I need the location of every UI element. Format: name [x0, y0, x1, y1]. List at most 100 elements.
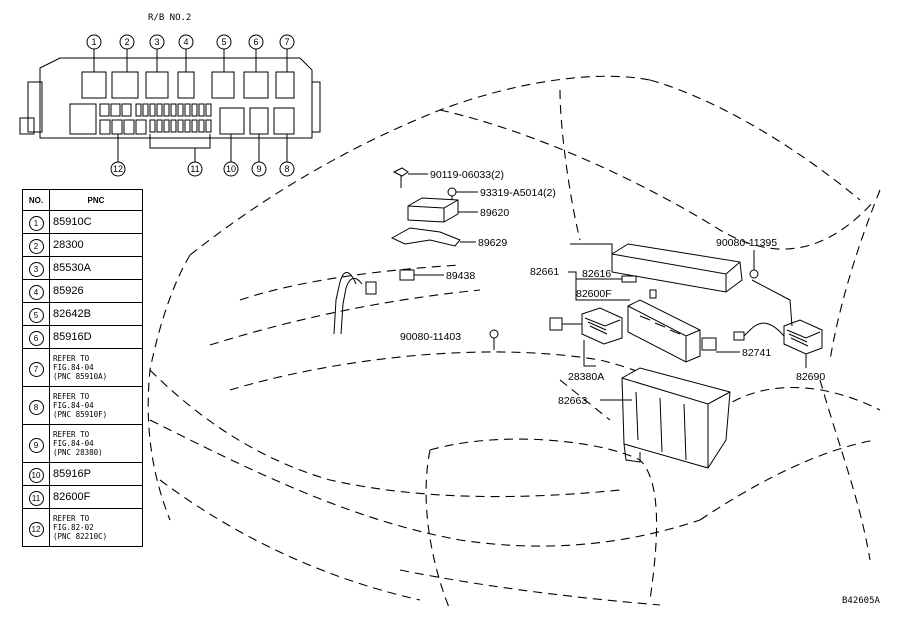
row-number-cell: 7	[22, 348, 50, 387]
table-row: 6 85916D	[22, 325, 143, 349]
bolt-90119	[392, 167, 428, 188]
bolt-90080-11395	[749, 250, 759, 279]
bracket-89629	[390, 227, 476, 247]
socket-2	[111, 71, 139, 99]
header-no: NO.	[22, 189, 50, 211]
bolt-93319	[447, 187, 478, 204]
row-number-cell: 12	[22, 508, 50, 547]
callout-10: 10	[226, 164, 236, 174]
socket-4	[177, 71, 195, 99]
callout-8: 8	[284, 164, 289, 174]
pnc-reference: REFER TO FIG.84-04 (PNC 85910A)	[53, 354, 108, 381]
pnc-cell: REFER TO FIG.84-04 (PNC 85910A)	[49, 348, 143, 387]
table-row: 4 85926	[22, 279, 143, 303]
label-82661: 82661	[530, 266, 559, 278]
label-90080-11403: 90080-11403	[400, 331, 461, 343]
pnc-reference: REFER TO FIG.82-02 (PNC 82210C)	[53, 514, 108, 541]
row-number: 9	[28, 437, 44, 453]
callout-11: 11	[190, 164, 199, 174]
pnc-cell: REFER TO FIG.84-04 (PNC 28380)	[49, 424, 143, 463]
relay-block-title: R/B NO.2	[148, 13, 192, 23]
pnc-cell: REFER TO FIG.82-02 (PNC 82210C)	[49, 508, 143, 547]
label-89438: 89438	[446, 270, 475, 282]
row-number-cell: 10	[22, 462, 50, 486]
callout-7: 7	[284, 37, 289, 47]
callout-9: 9	[256, 164, 261, 174]
label-90080-11395: 90080-11395	[716, 237, 777, 249]
table-header-row: NO. PNC	[22, 189, 143, 211]
pnc-cell: 82642B	[49, 302, 143, 326]
table-row: 10 85916P	[22, 462, 143, 486]
socket-5	[211, 71, 235, 99]
row-number: 3	[28, 262, 44, 277]
row-number-cell: 4	[22, 279, 50, 303]
table-row: 2 28300	[22, 233, 143, 257]
callout-4: 4	[183, 37, 188, 47]
row-number-cell: 3	[22, 256, 50, 280]
pnc-value: 82642B	[53, 308, 91, 320]
callouts-top: 1 2 3 4 5 6 7	[86, 34, 295, 72]
pnc-cell: 82600F	[49, 485, 143, 509]
pnc-value: 28300	[53, 239, 84, 251]
socket-1	[81, 71, 107, 99]
socket-6	[243, 71, 269, 99]
socket-10	[219, 107, 245, 135]
table-row: 9 REFER TO FIG.84-04 (PNC 28380)	[22, 424, 143, 463]
row-number-cell: 6	[22, 325, 50, 349]
socket-3	[145, 71, 169, 99]
sheet-id: B42605A	[842, 596, 880, 606]
relay-28380A	[549, 307, 623, 367]
row-number-cell: 9	[22, 424, 50, 463]
row-number-cell: 2	[22, 233, 50, 257]
module-89620	[407, 197, 478, 223]
socket-12	[99, 119, 111, 135]
junction-block-82741	[627, 299, 740, 363]
row-number-cell: 1	[22, 210, 50, 234]
header-pnc: PNC	[49, 189, 143, 211]
row-number: 2	[28, 239, 44, 254]
relay-block-no2	[19, 57, 321, 139]
row-number: 10	[28, 468, 44, 483]
pnc-cell: 85530A	[49, 256, 143, 280]
relay-box-82661	[570, 243, 743, 293]
row-number: 5	[28, 308, 44, 323]
label-93319: 93319-A5014(2)	[480, 187, 556, 199]
table-row: 7 REFER TO FIG.84-04 (PNC 85910A)	[22, 348, 143, 387]
pnc-value: 85530A	[53, 262, 91, 274]
pnc-cell: 28300	[49, 233, 143, 257]
callout-5: 5	[221, 37, 226, 47]
pnc-reference: REFER TO FIG.84-04 (PNC 28380)	[53, 430, 103, 457]
table-row: 5 82642B	[22, 302, 143, 326]
label-28380A: 28380A	[568, 371, 604, 383]
pnc-cell: 85916P	[49, 462, 143, 486]
socket-8	[273, 107, 295, 135]
pnc-cell: 85926	[49, 279, 143, 303]
row-number: 6	[28, 331, 44, 346]
pnc-cell: REFER TO FIG.84-04 (PNC 85910F)	[49, 386, 143, 425]
callout-3: 3	[154, 37, 159, 47]
label-82741: 82741	[742, 347, 771, 359]
callout-2: 2	[124, 37, 129, 47]
pnc-reference: REFER TO FIG.84-04 (PNC 85910F)	[53, 392, 108, 419]
label-90119: 90119-06033(2)	[430, 169, 504, 181]
row-number-cell: 8	[22, 386, 50, 425]
callouts-bottom: 12 11 10 9 8	[110, 134, 295, 177]
pnc-value: 85916P	[53, 468, 91, 480]
row-number-cell: 5	[22, 302, 50, 326]
row-number: 4	[28, 285, 44, 300]
socket-7	[275, 71, 295, 99]
bolt-90080-11403	[489, 329, 499, 350]
row-number: 7	[28, 361, 44, 377]
label-82600F: 82600F	[576, 288, 612, 300]
label-89629: 89629	[478, 237, 507, 249]
pnc-cell: 85916D	[49, 325, 143, 349]
sensor-89438	[399, 269, 444, 281]
